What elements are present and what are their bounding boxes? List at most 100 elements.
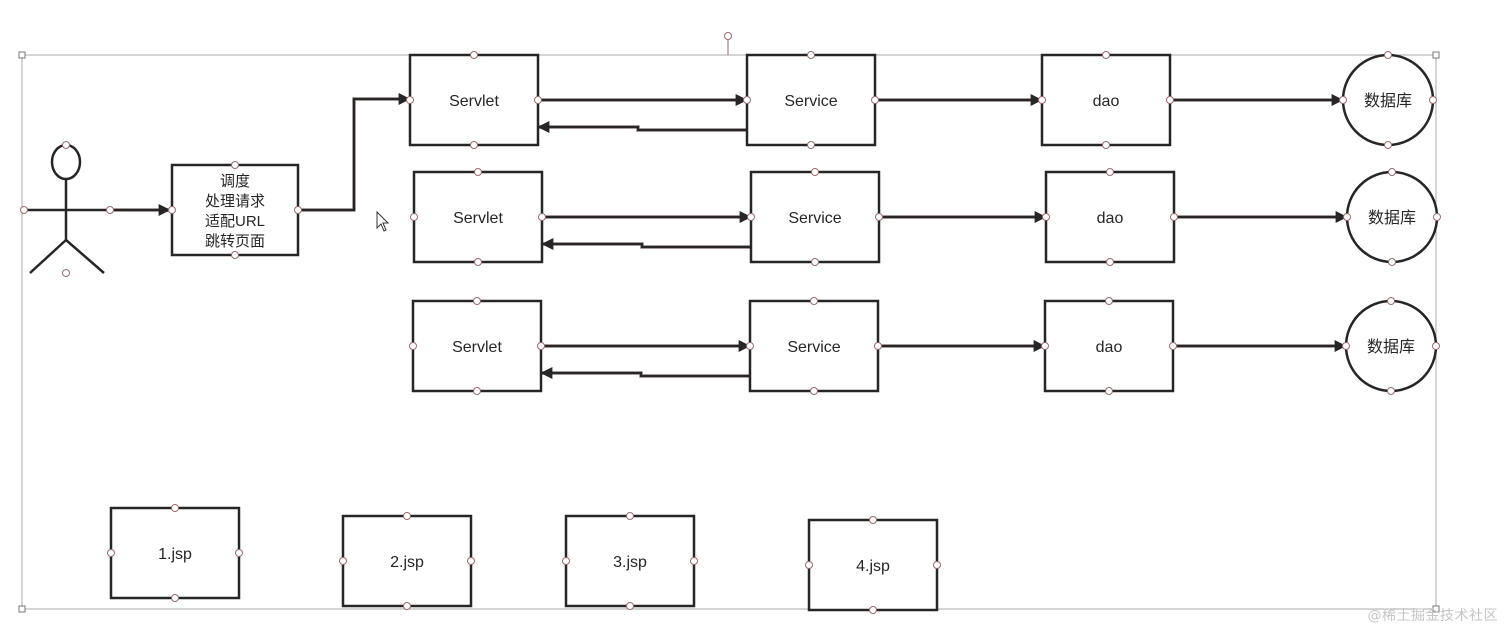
connection-point-handle[interactable] [62,269,70,277]
connection-point-handle[interactable] [231,251,239,259]
connection-point-handle[interactable] [409,342,417,350]
connection-point-handle[interactable] [810,297,818,305]
connection-point-handle[interactable] [869,606,877,614]
connection-point-handle[interactable] [107,549,115,557]
connection-point-handle[interactable] [1041,342,1049,350]
connection-point-handle[interactable] [1042,213,1050,221]
connection-point-handle[interactable] [339,557,347,565]
connection-point-handle[interactable] [1388,168,1396,176]
connector-arrow[interactable] [540,367,750,379]
dao-box[interactable]: dao [1040,53,1172,147]
connection-point-handle[interactable] [538,213,546,221]
resize-handle[interactable] [18,51,26,59]
connection-point-handle[interactable] [474,168,482,176]
connection-point-handle[interactable] [106,206,114,214]
connection-point-handle[interactable] [875,213,883,221]
connection-point-handle[interactable] [473,297,481,305]
connector-arrow[interactable] [541,238,751,250]
dao-box[interactable]: dao [1043,299,1175,393]
connection-point-handle[interactable] [1432,342,1440,350]
connection-point-handle[interactable] [626,512,634,520]
connection-point-handle[interactable] [534,96,542,104]
connection-point-handle[interactable] [1102,141,1110,149]
connection-point-handle[interactable] [1105,387,1113,395]
connection-point-handle[interactable] [1106,168,1114,176]
jsp-page-box[interactable]: 2.jsp [341,514,473,608]
connection-point-handle[interactable] [1105,297,1113,305]
connection-point-handle[interactable] [811,258,819,266]
connection-point-handle[interactable] [406,96,414,104]
database-node[interactable]: 数据库 [1344,299,1438,393]
database-node[interactable]: 数据库 [1345,170,1439,264]
connection-point-handle[interactable] [1433,213,1441,221]
connection-point-handle[interactable] [235,549,243,557]
connection-point-handle[interactable] [626,602,634,610]
connection-point-handle[interactable] [811,168,819,176]
connection-point-handle[interactable] [805,561,813,569]
connector-arrow[interactable] [537,121,747,133]
connection-point-handle[interactable] [743,96,751,104]
connection-point-handle[interactable] [1169,342,1177,350]
connection-point-handle[interactable] [869,516,877,524]
dispatcher-box[interactable]: 调度 处理请求 适配URL 跳转页面 [170,163,300,257]
connection-point-handle[interactable] [470,141,478,149]
connection-point-handle[interactable] [473,387,481,395]
servlet-box[interactable]: Servlet [408,53,540,147]
selection-frame[interactable] [18,32,1440,613]
connection-point-handle[interactable] [1170,213,1178,221]
connection-point-handle[interactable] [1102,51,1110,59]
connection-point-handle[interactable] [874,342,882,350]
connection-point-handle[interactable] [410,213,418,221]
connection-point-handle[interactable] [1038,96,1046,104]
connection-point-handle[interactable] [470,51,478,59]
connection-point-handle[interactable] [1106,258,1114,266]
servlet-box[interactable]: Servlet [411,299,543,393]
connection-point-handle[interactable] [807,51,815,59]
connector-arrow[interactable] [298,93,411,212]
database-node[interactable]: 数据库 [1341,53,1435,147]
connection-point-handle[interactable] [403,512,411,520]
resize-handle[interactable] [1432,605,1440,613]
connection-point-handle[interactable] [747,213,755,221]
resize-handle[interactable] [18,605,26,613]
service-box[interactable]: Service [748,299,880,393]
connection-point-handle[interactable] [171,504,179,512]
servlet-box[interactable]: Servlet [412,170,544,264]
connection-point-handle[interactable] [1387,297,1395,305]
dao-box[interactable]: dao [1044,170,1176,264]
service-box[interactable]: Service [745,53,877,147]
jsp-page-box[interactable]: 3.jsp [564,514,696,608]
connection-point-handle[interactable] [1166,96,1174,104]
connection-point-handle[interactable] [403,602,411,610]
user-actor-icon[interactable] [24,143,110,274]
connection-point-handle[interactable] [294,206,302,214]
connection-point-handle[interactable] [933,561,941,569]
jsp-page-box[interactable]: 1.jsp [109,506,241,600]
connection-point-handle[interactable] [62,141,70,149]
jsp-page-box[interactable]: 4.jsp [807,518,939,612]
connection-point-handle[interactable] [1384,51,1392,59]
connection-point-handle[interactable] [810,387,818,395]
connection-point-handle[interactable] [171,594,179,602]
connection-point-handle[interactable] [871,96,879,104]
connection-point-handle[interactable] [690,557,698,565]
connection-point-handle[interactable] [746,342,754,350]
connection-point-handle[interactable] [20,206,28,214]
connection-point-handle[interactable] [1339,96,1347,104]
resize-handle[interactable] [1432,51,1440,59]
connection-point-handle[interactable] [1388,258,1396,266]
connection-point-handle[interactable] [467,557,475,565]
connection-point-handle[interactable] [1342,342,1350,350]
connection-point-handle[interactable] [168,206,176,214]
connection-point-handle[interactable] [562,557,570,565]
connection-point-handle[interactable] [231,161,239,169]
rotate-handle[interactable] [724,32,732,40]
connection-point-handle[interactable] [1384,141,1392,149]
service-box[interactable]: Service [749,170,881,264]
connection-point-handle[interactable] [537,342,545,350]
connection-point-handle[interactable] [474,258,482,266]
connection-point-handle[interactable] [1343,213,1351,221]
connection-point-handle[interactable] [1429,96,1437,104]
connection-point-handle[interactable] [807,141,815,149]
connection-point-handle[interactable] [1387,387,1395,395]
